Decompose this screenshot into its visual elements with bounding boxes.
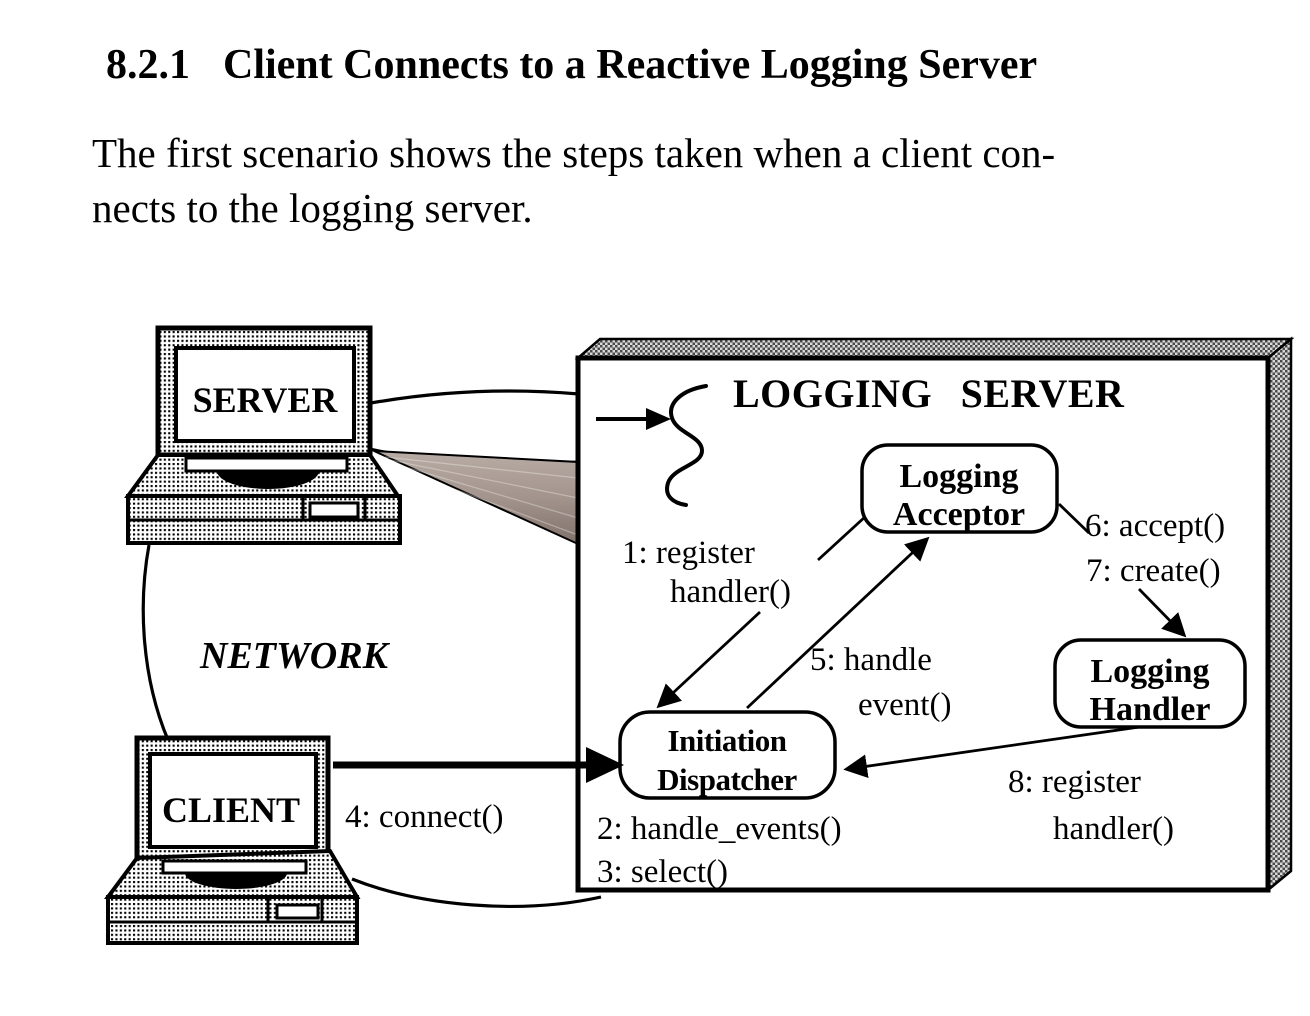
section-heading: 8.2.1 Client Connects to a Reactive Loggi… bbox=[106, 42, 1037, 88]
arrow-1-register-handler-upper bbox=[817, 514, 867, 562]
label-1-handler: handler() bbox=[670, 574, 791, 610]
box-title: LOGGING SERVER bbox=[733, 371, 1125, 416]
server-disk-slot bbox=[308, 501, 360, 519]
logging-acceptor-line1: Logging bbox=[899, 458, 1018, 495]
arrow-8-register-handler bbox=[843, 724, 1147, 779]
section-title: Client Connects to a Reactive Logging Se… bbox=[223, 42, 1038, 88]
label-8-handler: handler() bbox=[1053, 811, 1174, 847]
initiation-dispatcher-line2: Dispatcher bbox=[657, 762, 797, 797]
label-3-select: 3: select() bbox=[597, 854, 728, 890]
network-label: NETWORK bbox=[199, 635, 391, 677]
component-logging-handler: Logging Handler bbox=[1053, 638, 1247, 729]
label-4-connect: 4: connect() bbox=[345, 799, 504, 835]
server-label: SERVER bbox=[193, 380, 339, 420]
label-5-event: event() bbox=[858, 687, 951, 723]
zoom-cone-streaks bbox=[384, 456, 579, 536]
initiation-dispatcher-line1: Initiation bbox=[667, 723, 786, 758]
event-squiggle-icon bbox=[665, 384, 708, 507]
client-hinge-shadow bbox=[185, 873, 287, 889]
box-top-band bbox=[574, 337, 1295, 360]
server-keyboard-slot bbox=[184, 456, 349, 473]
logging-handler-line1: Logging bbox=[1090, 653, 1209, 690]
client-keyboard-slot bbox=[161, 859, 308, 875]
component-logging-acceptor: Logging Acceptor bbox=[860, 443, 1059, 534]
section-number: 8.2.1 bbox=[106, 42, 190, 88]
client-label: CLIENT bbox=[162, 790, 300, 830]
initiation-dispatcher-box bbox=[618, 710, 837, 800]
box-right-band bbox=[1266, 336, 1293, 893]
arrow-7-create bbox=[1137, 588, 1187, 638]
client-screen bbox=[148, 752, 318, 849]
paragraph-line-1: The first scenario shows the steps taken… bbox=[92, 130, 1056, 176]
paragraph-line-2: nects to the logging server. bbox=[92, 185, 533, 231]
label-6-accept: 6: accept() bbox=[1085, 508, 1225, 544]
label-1-register: 1: register bbox=[622, 535, 755, 571]
network-arc-upper bbox=[370, 389, 580, 405]
callout-6-accept bbox=[1058, 502, 1090, 535]
cable-client-to-box bbox=[351, 877, 602, 908]
box-face bbox=[575, 355, 1271, 893]
label-5-handle: 5: handle bbox=[810, 642, 932, 678]
arrow-4-connect bbox=[333, 747, 624, 783]
arrow-5-handle-event bbox=[746, 536, 930, 710]
component-initiation-dispatcher: Initiation Dispatcher bbox=[618, 710, 837, 800]
logging-server-box bbox=[574, 336, 1295, 893]
client-disk-slot bbox=[275, 903, 320, 920]
server-computer-icon: SERVER bbox=[124, 325, 402, 545]
body-paragraph: The first scenario shows the steps taken… bbox=[92, 126, 1055, 236]
label-2-handle-events: 2: handle_events() bbox=[597, 811, 842, 847]
client-computer-icon: CLIENT bbox=[104, 735, 361, 945]
arrow-1-register-handler bbox=[656, 610, 761, 709]
logging-acceptor-line2: Acceptor bbox=[893, 496, 1025, 533]
server-hinge-shadow bbox=[217, 471, 319, 489]
server-screen bbox=[174, 346, 356, 443]
logging-handler-line2: Handler bbox=[1090, 691, 1211, 728]
incoming-event-arrow bbox=[596, 408, 671, 430]
cable-server-to-client bbox=[141, 544, 170, 741]
label-7-create: 7: create() bbox=[1086, 553, 1221, 589]
label-8-register: 8: register bbox=[1008, 764, 1141, 800]
client-base bbox=[106, 895, 359, 945]
network-link-server-box bbox=[368, 389, 580, 546]
logging-acceptor-box bbox=[860, 443, 1059, 534]
logging-handler-box bbox=[1053, 638, 1247, 729]
